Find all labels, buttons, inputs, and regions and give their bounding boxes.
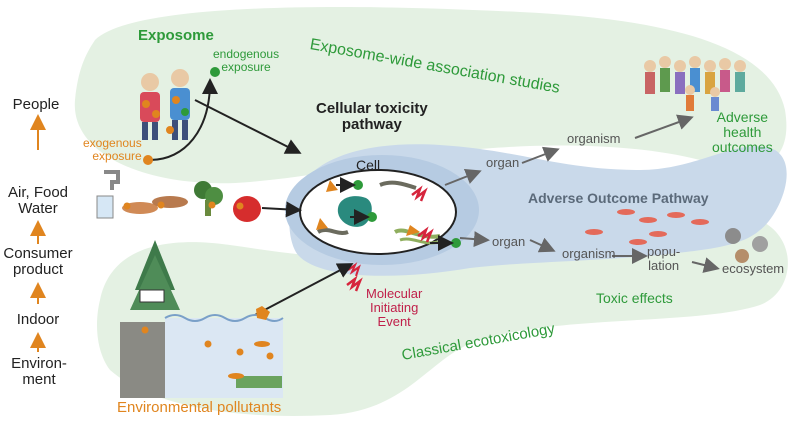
endogenous-arrow — [149, 78, 218, 161]
people-illustration — [140, 69, 190, 140]
mie-label: Molecular Initiating Event — [366, 286, 423, 330]
food-water-illustration — [96, 170, 261, 222]
chain-environment: Environ- ment — [11, 355, 67, 389]
organelle — [316, 228, 349, 235]
toxic-effects-label: Toxic effects — [596, 290, 673, 306]
exposome-blob — [74, 7, 787, 184]
upper-organ-label: organ — [486, 155, 520, 170]
population-to-ecosystem-arrow — [691, 257, 720, 273]
organ2-to-organism2-arrow — [529, 237, 556, 253]
aop-ecosystem-label: ecosystem — [722, 261, 785, 276]
molecule — [406, 225, 420, 236]
environment-illustration — [120, 240, 284, 398]
molecule — [353, 180, 363, 190]
molecule — [326, 180, 338, 192]
chain-air-food-water: Air, Food Water — [7, 184, 69, 218]
aop-organ-label: organ — [492, 234, 526, 249]
endogenous-label: endogenous exposure — [213, 47, 280, 74]
organ-to-organism-arrow — [521, 146, 560, 164]
exogenous-label: exogenous exposure — [83, 136, 142, 163]
mie-bolt — [417, 226, 434, 243]
adverse-health-outcomes: Adverse health outcomes — [712, 109, 773, 156]
chain-consumer-product: Consumer product — [3, 245, 73, 279]
crowd-illustration — [644, 56, 746, 111]
chain-indoor: Indoor — [16, 311, 60, 328]
cell-label: Cell — [356, 157, 381, 173]
aop-title: Adverse Outcome Pathway — [528, 190, 709, 206]
molecule — [451, 238, 461, 248]
exogenous-dot — [143, 155, 153, 165]
organelle — [379, 180, 417, 190]
organism-to-outcome-arrow — [634, 114, 694, 139]
molecule — [367, 212, 377, 222]
food-to-cell-arrow — [261, 201, 302, 218]
environment-to-cell-arrow — [254, 263, 354, 316]
fish-illustration — [585, 209, 768, 263]
cellular-pathway-title: Cellular toxicity pathway — [316, 100, 428, 134]
aop-organism-label: organism — [562, 246, 616, 261]
people-to-cell-arrow — [194, 99, 302, 154]
mie-legend-bolt — [346, 275, 363, 292]
chain-people: People — [12, 96, 60, 113]
exposome-title: Exposome — [138, 27, 214, 44]
mie-bolt — [411, 185, 428, 202]
molecule — [316, 218, 328, 230]
cell-to-organ-arrow — [444, 168, 482, 186]
endogenous-dot — [210, 67, 220, 77]
upper-organism-label: organism — [567, 131, 621, 146]
cell-to-organ2-arrow — [459, 231, 490, 248]
environmental-pollutants-label: Environmental pollutants — [117, 399, 282, 416]
aop-population-label: popu- lation — [647, 244, 681, 274]
